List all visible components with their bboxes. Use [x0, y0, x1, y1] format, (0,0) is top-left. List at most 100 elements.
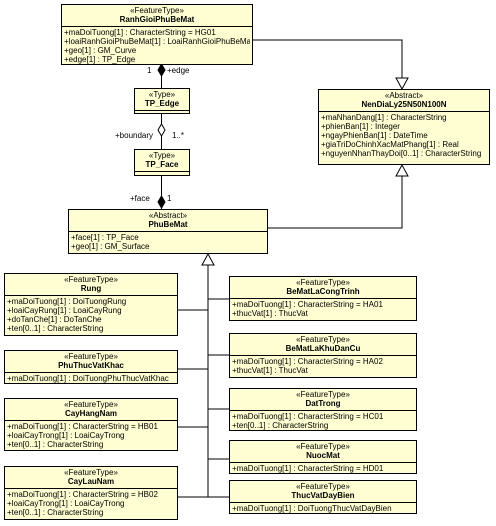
class-attribute: +maDoiTuong[1] : CharacterString = HD01 [232, 464, 384, 473]
class-attributes: +maDoiTuong[1] : DoiTuongRung +loaiCayRu… [5, 296, 177, 334]
class-attribute: +loaiCayTrong[1] : LoaiCayTrong [7, 499, 125, 508]
class-stereotype: «Abstract» [384, 91, 424, 100]
class-bematlakhudancu[interactable]: «FeatureType» BeMatLaKhuDanCu +maDoiTuon… [229, 333, 417, 378]
face-mult-label: 1 [167, 194, 172, 203]
class-attribute: +geo[1] : GM_Curve [64, 46, 137, 55]
class-name: NuocMat [306, 451, 340, 460]
class-stereotype: «Type» [148, 151, 176, 160]
class-attribute: +doTanChe[1] : DoTanChe [7, 315, 102, 324]
class-thucvatdaybien[interactable]: «FeatureType» ThucVatDayBien +maDoiTuong… [229, 480, 417, 514]
class-nendialy25n50n100n[interactable]: «Abstract» NenDiaLy25N50N100N +maNhanDan… [318, 89, 490, 165]
class-stereotype: «FeatureType» [296, 442, 350, 451]
class-header: «FeatureType» CayHangNam [5, 399, 177, 421]
class-stereotype: «Abstract» [148, 211, 188, 220]
class-header: «FeatureType» PhuThucVatKhac [5, 351, 177, 373]
class-attribute: +thucVat[1] : ThucVat [232, 366, 308, 375]
class-attributes: +maDoiTuong[1] : CharacterString = HG01 … [62, 27, 252, 65]
class-attribute: +loaiRanhGioiPhuBeMat[1] : LoaiRanhGioiP… [64, 37, 250, 46]
class-attributes [135, 172, 189, 180]
class-stereotype: «FeatureType» [64, 352, 118, 361]
class-attribute: +maDoiTuong[1] : CharacterString = HA02 [232, 357, 383, 366]
boundary-role-label: +boundary [115, 131, 154, 140]
class-stereotype: «FeatureType» [64, 275, 118, 284]
class-attributes: +face[1] : TP_Face +geo[1] : GM_Surface [69, 232, 267, 252]
class-header: «Abstract» NenDiaLy25N50N100N [319, 90, 489, 112]
class-attribute: +maDoiTuong[1] : DoiTuongPhuThucVatKhac [7, 374, 169, 383]
class-attributes: +maDoiTuong[1] : CharacterString = HD01 [230, 463, 416, 474]
class-attribute: +giaTriDoChinhXacMatPhang[1] : Real [321, 140, 459, 149]
edge-composition-diamond [157, 63, 166, 77]
class-name: PhuThucVatKhac [58, 361, 124, 370]
class-attributes: +maDoiTuong[1] : CharacterString = HB01 … [5, 421, 177, 450]
class-attribute: +maDoiTuong[1] : CharacterString = HB01 [7, 422, 158, 431]
class-name: CayHangNam [64, 409, 117, 418]
class-attribute: +phienBan[1] : Integer [321, 122, 400, 131]
class-header: «FeatureType» DatTrong [230, 389, 416, 411]
class-attribute: +geo[1] : GM_Surface [71, 242, 150, 251]
class-attributes [135, 111, 189, 119]
class-attribute: +maDoiTuong[1] : DoiTuongRung [7, 297, 127, 306]
phubemat-generalization-arrow [395, 163, 409, 177]
class-attribute: +maDoiTuong[1] : CharacterString = HG01 [64, 28, 216, 37]
face-composition-diamond [157, 195, 166, 209]
class-stereotype: «FeatureType» [296, 278, 350, 287]
class-attribute: +nguyenNhanThayDoi[0..1] : CharacterStri… [321, 149, 482, 158]
class-stereotype: «FeatureType» [64, 468, 118, 477]
ranh-generalization-arrow [395, 77, 409, 91]
edge-mult-label: 1 [147, 66, 152, 75]
class-attribute: +maDoiTuong[1] : CharacterString = HA01 [232, 300, 383, 309]
class-rung[interactable]: «FeatureType» Rung +maDoiTuong[1] : DoiT… [4, 273, 178, 336]
class-phubemat[interactable]: «Abstract» PhuBeMat +face[1] : TP_Face +… [68, 209, 268, 254]
class-tp-face[interactable]: «Type» TP_Face [134, 149, 190, 176]
class-header: «FeatureType» BeMatLaCongTrinh [230, 277, 416, 299]
class-bematlacongtrinh[interactable]: «FeatureType» BeMatLaCongTrinh +maDoiTuo… [229, 276, 417, 321]
class-phuthucvatkhac[interactable]: «FeatureType» PhuThucVatKhac +maDoiTuong… [4, 350, 178, 384]
class-attribute: +thucVat[1] : ThucVat [232, 309, 308, 318]
edge-role-label: +edge [167, 66, 190, 75]
class-attribute: +maDoiTuong[1] : DoiTuongThucVatDayBien [232, 504, 392, 513]
class-stereotype: «FeatureType» [130, 6, 184, 15]
class-attribute: +loaiCayTrong[1] : LoaiCayTrong [7, 431, 125, 440]
class-name: BeMatLaKhuDanCu [285, 344, 361, 353]
class-header: «FeatureType» NuocMat [230, 441, 416, 463]
class-name: RanhGioiPhuBeMat [119, 15, 195, 24]
class-tp-edge[interactable]: «Type» TP_Edge [134, 88, 190, 114]
class-attribute: +maNhanDang[1] : CharacterString [321, 113, 447, 122]
class-name: ThucVatDayBien [291, 491, 355, 500]
class-caylaunam[interactable]: «FeatureType» CayLauNam +maDoiTuong[1] :… [4, 466, 178, 520]
class-cayhangnam[interactable]: «FeatureType» CayHangNam +maDoiTuong[1] … [4, 398, 178, 451]
class-header: «FeatureType» Rung [5, 274, 177, 296]
class-attributes: +maDoiTuong[1] : DoiTuongThucVatDayBien [230, 503, 416, 514]
class-attribute: +loaiCayRung[1] : LoaiCayRung [7, 306, 122, 315]
class-header: «FeatureType» RanhGioiPhuBeMat [62, 5, 252, 27]
class-name: TP_Face [145, 160, 179, 169]
class-header: «Type» TP_Face [135, 150, 189, 172]
class-stereotype: «FeatureType» [64, 400, 118, 409]
subtype-arrow [201, 252, 215, 266]
class-name: TP_Edge [144, 99, 180, 108]
class-nuocmat[interactable]: «FeatureType» NuocMat +maDoiTuong[1] : C… [229, 440, 417, 474]
boundary-mult-label: 1..* [172, 131, 185, 140]
class-name: Rung [80, 284, 102, 293]
class-attributes: +maDoiTuong[1] : DoiTuongPhuThucVatKhac [5, 373, 177, 384]
class-attributes: +maNhanDang[1] : CharacterString +phienB… [319, 112, 489, 159]
class-attribute: +ten[0..1] : CharacterString [7, 440, 104, 449]
class-attributes: +maDoiTuong[1] : CharacterString = HC01 … [230, 411, 416, 431]
class-header: «Abstract» PhuBeMat [69, 210, 267, 232]
class-attribute: +ngayPhienBan[1] : DateTime [321, 131, 428, 140]
class-header: «FeatureType» BeMatLaKhuDanCu [230, 334, 416, 356]
phubemat-generalization-line [268, 176, 403, 229]
class-header: «Type» TP_Edge [135, 89, 189, 111]
class-attribute: +ten[0..1] : CharacterString [7, 324, 104, 333]
class-attributes: +maDoiTuong[1] : CharacterString = HA01 … [230, 299, 416, 319]
class-name: CayLauNam [67, 477, 115, 486]
class-name: DatTrong [305, 399, 341, 408]
face-role-label: +face [130, 194, 150, 203]
class-dattrong[interactable]: «FeatureType» DatTrong +maDoiTuong[1] : … [229, 388, 417, 431]
class-name: BeMatLaCongTrinh [286, 287, 360, 296]
class-attributes: +maDoiTuong[1] : CharacterString = HB02 … [5, 489, 177, 518]
class-ranhgioiphubemat[interactable]: «FeatureType» RanhGioiPhuBeMat +maDoiTuo… [61, 4, 253, 65]
boundary-aggregation-diamond [157, 123, 166, 137]
class-attribute: +ten[0..1] : CharacterString [7, 508, 104, 517]
